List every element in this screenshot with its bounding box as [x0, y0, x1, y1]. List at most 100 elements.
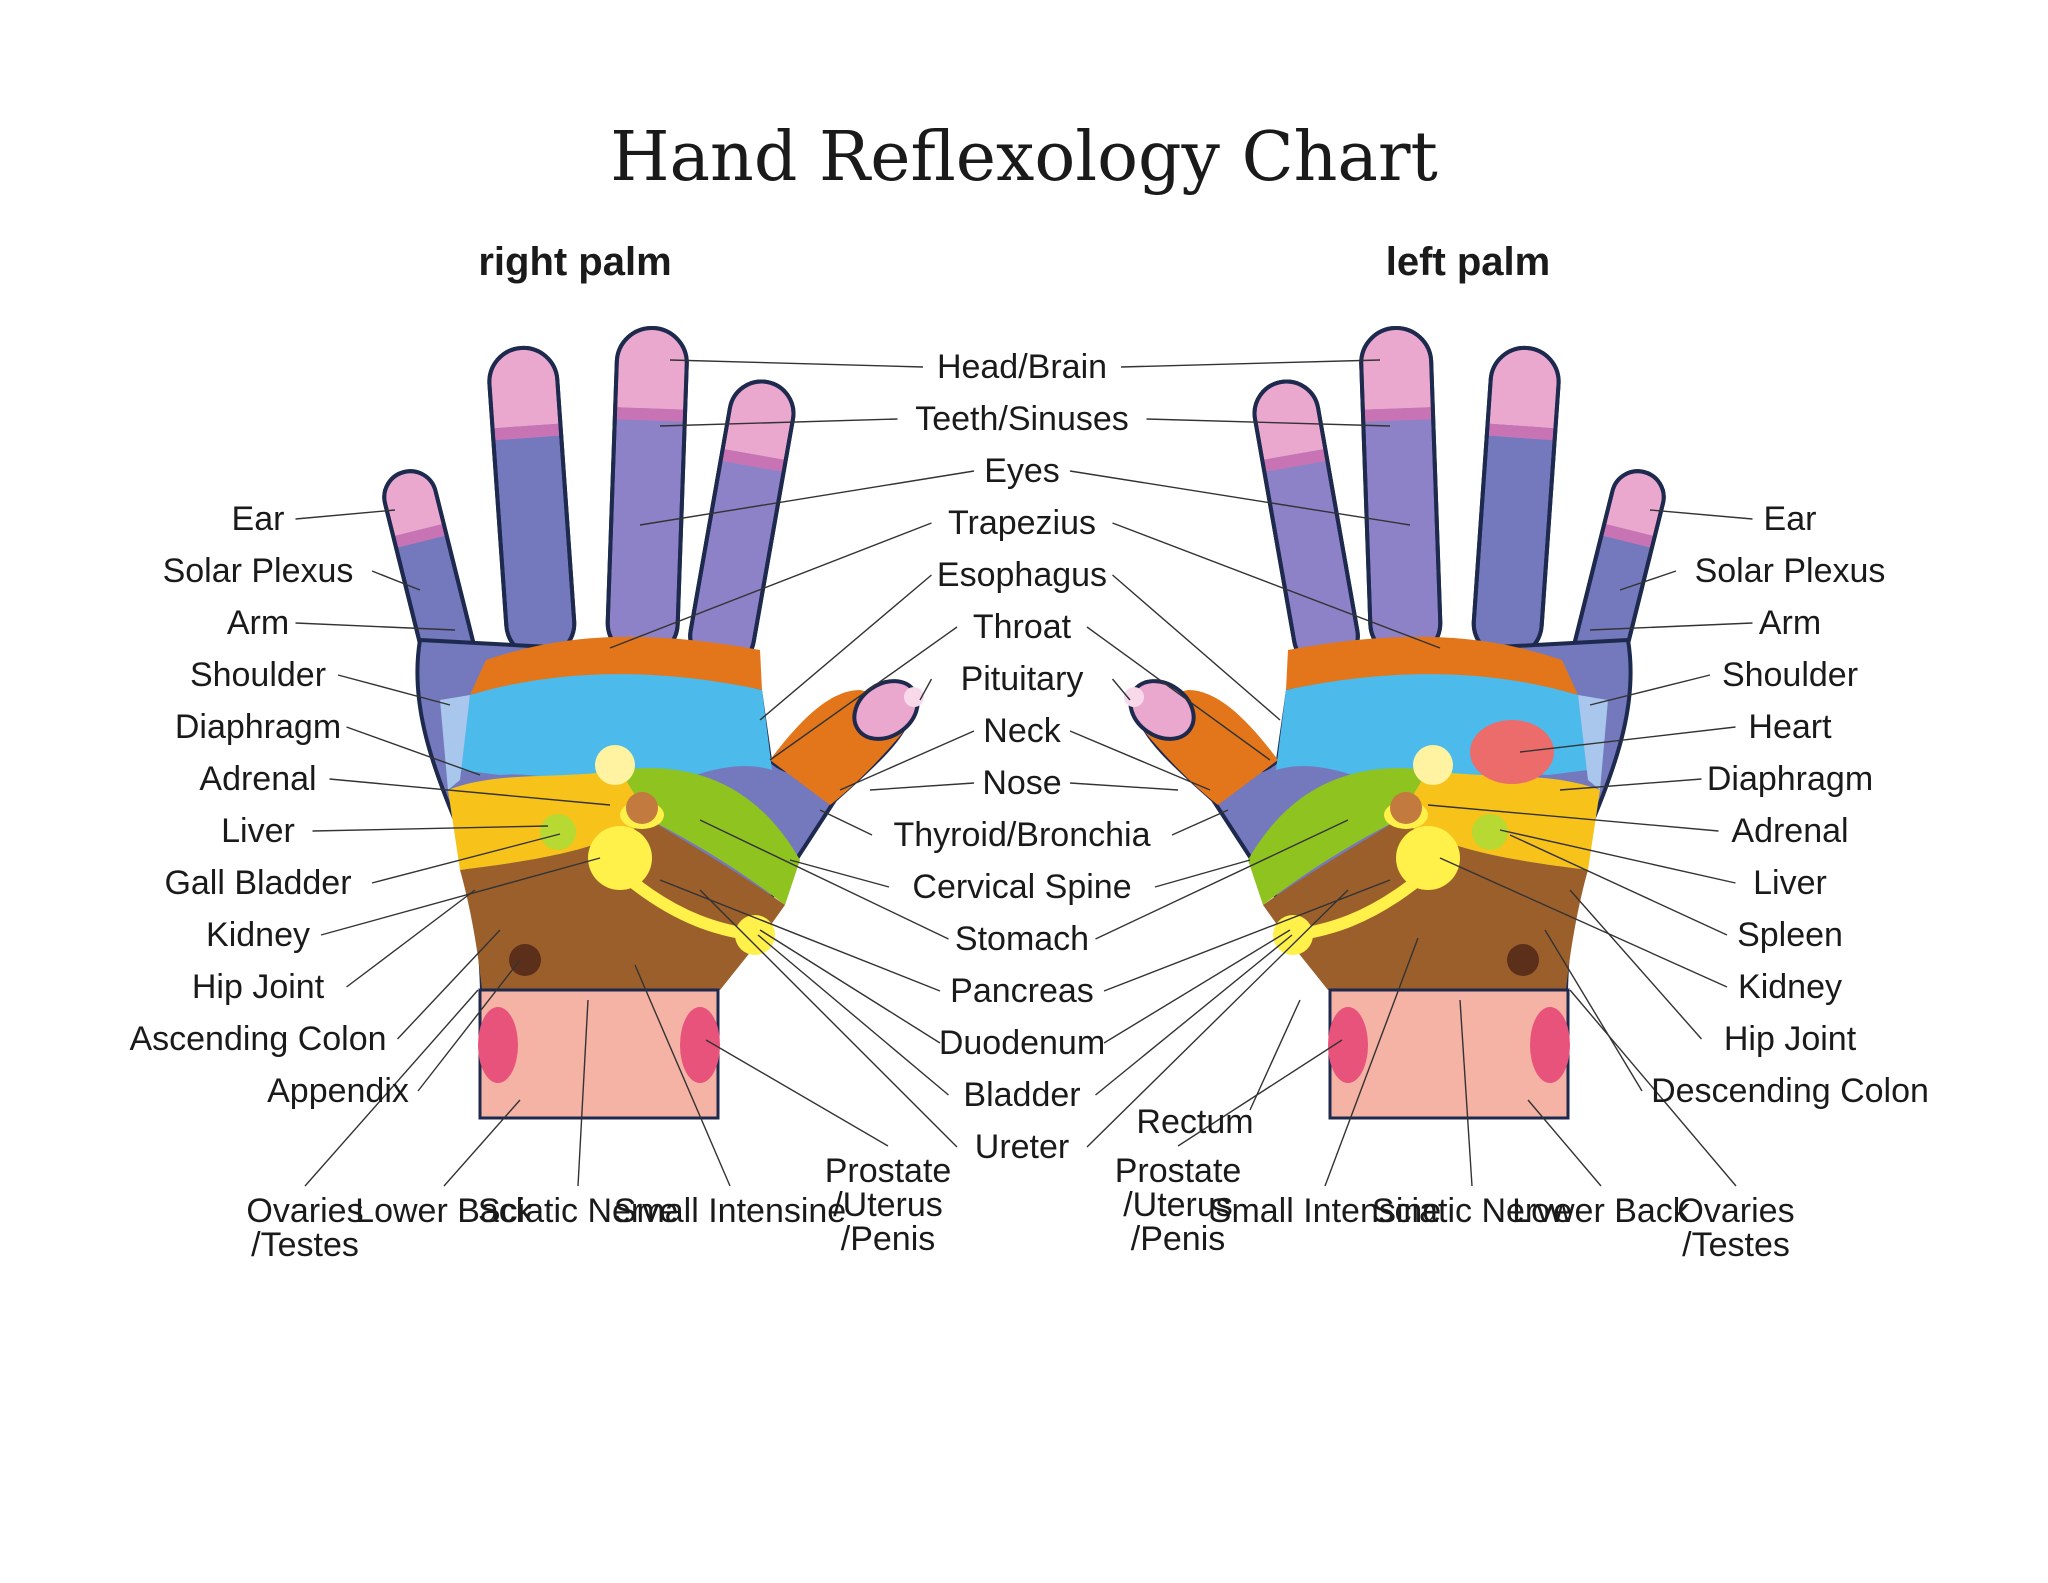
left-side-label: Diaphragm	[1707, 760, 1873, 798]
left-side-label-line: Heart	[1748, 708, 1832, 746]
wrist-spot-left	[1530, 1007, 1570, 1083]
finger-tip-band	[1603, 524, 1653, 548]
center-label: Teeth/Sinuses	[915, 400, 1129, 438]
leader-line	[346, 726, 481, 776]
kidney-point	[588, 826, 652, 890]
left-side-label-line: Diaphragm	[1707, 760, 1873, 798]
left-bottom-label: Prostate/Uterus/Penis	[1115, 1152, 1242, 1258]
center-label-line: Ureter	[975, 1128, 1069, 1166]
colon-zone	[1263, 820, 1588, 990]
bladder-point	[735, 915, 775, 955]
leader-line	[1649, 509, 1753, 520]
leader-line	[759, 929, 941, 1044]
leader-line	[1439, 857, 1728, 988]
finger	[1252, 379, 1360, 671]
finger-tip-band	[494, 423, 560, 441]
center-label: Throat	[973, 608, 1072, 646]
right-side-label: Liver	[221, 812, 295, 850]
center-label: Nose	[982, 764, 1061, 802]
heart-zone	[1470, 720, 1554, 784]
leader-line	[1069, 470, 1411, 526]
center-label-line: Throat	[973, 608, 1072, 646]
right-bottom-label-line: Sciatic Nerve	[478, 1192, 678, 1230]
right-bottom-label: Sciatic Nerve	[478, 1192, 678, 1230]
right-bottom-label-line: Lower Back	[355, 1192, 534, 1230]
leader-line	[769, 626, 958, 761]
finger-tip-band	[722, 449, 784, 472]
leader-line	[1559, 778, 1702, 791]
right-side-label: Arm	[227, 604, 289, 642]
finger	[1359, 325, 1443, 660]
leader-line	[1103, 929, 1291, 1044]
pituitary-point	[904, 687, 924, 707]
left-side-label-line: Liver	[1753, 864, 1827, 902]
finger	[1571, 469, 1666, 679]
finger-tip-zone	[617, 329, 685, 410]
right-palm-title: right palm	[478, 240, 672, 284]
right-bottom-label-line: Ovaries	[246, 1192, 363, 1230]
right-bottom-label: Prostate/Uterus/Penis	[825, 1152, 952, 1258]
finger-tip-zone	[724, 383, 792, 460]
trapezius-band	[470, 636, 762, 695]
leader-line	[669, 359, 924, 368]
leader-line	[1146, 418, 1391, 427]
center-label-line: Cervical Spine	[912, 868, 1131, 906]
left-bottom-label: Sciatic Nerve	[1372, 1192, 1572, 1230]
leader-line	[417, 959, 521, 1092]
left-bottom-label-line: /Testes	[1682, 1226, 1790, 1264]
leader-line	[1527, 1099, 1602, 1187]
finger	[487, 345, 577, 660]
leader-line	[1569, 989, 1737, 1187]
right-side-label: Gall Bladder	[164, 864, 351, 902]
right-bottom-label-line: /Testes	[251, 1226, 359, 1264]
left-side-label: Liver	[1753, 864, 1827, 902]
right-hand	[382, 325, 924, 1120]
left-bottom-label: Ovaries/Testes	[1677, 1192, 1794, 1264]
leader-line	[839, 730, 975, 791]
leader-line	[577, 999, 589, 1187]
right-side-label-line: Gall Bladder	[164, 864, 351, 902]
right-bottom-label-line: /Uterus	[833, 1186, 943, 1224]
appendix-spot	[509, 944, 541, 976]
leader-line	[609, 522, 932, 649]
right-side-label: Ear	[232, 500, 285, 538]
rectum-label: Rectum	[1136, 1103, 1253, 1141]
center-label-line: Neck	[983, 712, 1061, 750]
right-bottom-label: Small Intensine	[614, 1192, 846, 1230]
leader-line	[443, 1099, 521, 1187]
leader-line	[312, 825, 549, 832]
leader-line	[1324, 937, 1419, 1187]
center-label-line: Teeth/Sinuses	[915, 400, 1129, 438]
leader-line	[1509, 834, 1728, 936]
leader-line	[1249, 999, 1301, 1111]
right-side-label-line: Shoulder	[190, 656, 326, 694]
center-label: Thyroid/Bronchia	[893, 816, 1150, 854]
center-label-line: Bladder	[963, 1076, 1080, 1114]
leader-line	[1544, 929, 1643, 1092]
leader-line	[919, 678, 933, 701]
right-side-label-line: Diaphragm	[175, 708, 341, 746]
left-side-label: Arm	[1759, 604, 1821, 642]
right-side-label: Diaphragm	[175, 708, 341, 746]
right-side-label-line: Hip Joint	[192, 968, 325, 1006]
center-label: Esophagus	[937, 556, 1107, 594]
solar-plexus-point	[1413, 745, 1453, 785]
leader-line	[659, 879, 941, 992]
leader-line	[699, 819, 949, 940]
leader-line	[1086, 889, 1349, 1148]
right-side-label: Kidney	[206, 916, 310, 954]
center-label-line: Pituitary	[961, 660, 1084, 698]
finger	[1471, 345, 1561, 660]
chart-title: Hand Reflexology Chart	[610, 118, 1438, 197]
right-side-label-line: Kidney	[206, 916, 310, 954]
leader-line	[1112, 574, 1281, 721]
wrist-spot-left	[478, 1007, 518, 1083]
leader-line	[1589, 674, 1711, 706]
leader-line	[1103, 879, 1391, 992]
leader-line	[1459, 999, 1473, 1187]
kidney-point	[1396, 826, 1460, 890]
solar-plexus-point	[595, 745, 635, 785]
left-side-label-line: Kidney	[1738, 968, 1842, 1006]
leader-line	[699, 889, 958, 1148]
right-side-label: Appendix	[267, 1072, 409, 1110]
